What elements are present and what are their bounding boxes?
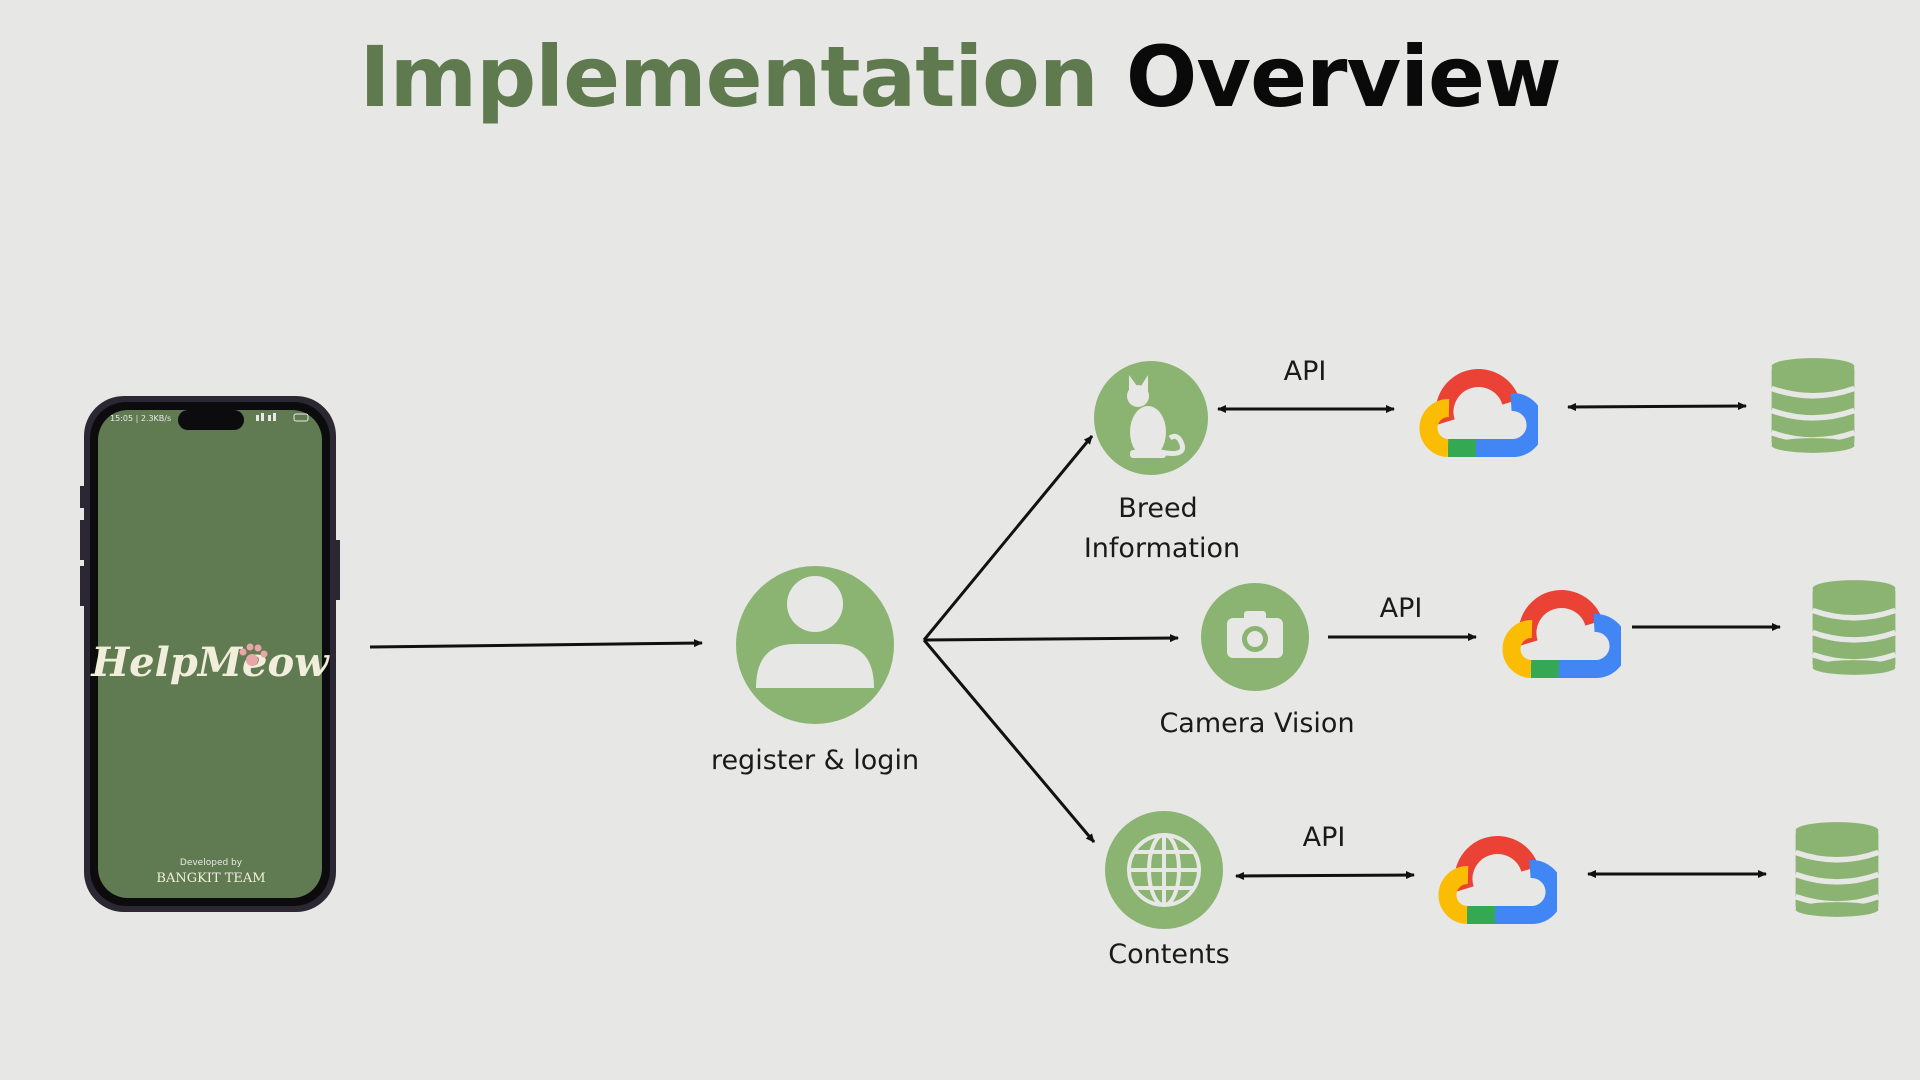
page-title: Implementation Overview	[0, 28, 1920, 126]
database-icon	[1813, 580, 1896, 675]
arrow-user-to-contents	[922, 639, 1096, 843]
phone-screen	[98, 410, 322, 898]
breed-label-line-1: Breed	[1118, 493, 1197, 524]
user-node: register & login	[711, 566, 919, 776]
google-cloud-icon	[1447, 845, 1554, 915]
breed-node: Breed Information	[1084, 361, 1240, 564]
arrow-user-to-camera	[923, 634, 1179, 643]
dynamic-island	[178, 410, 244, 430]
arrows	[369, 402, 1781, 880]
arrow-cloud1-to-db	[1567, 402, 1747, 411]
globe-icon	[1127, 833, 1201, 907]
developed-by-text: Developed by	[180, 858, 243, 868]
breed-label-line-2: Information	[1084, 533, 1240, 564]
contents-label: Contents	[1108, 939, 1229, 970]
google-cloud-icon	[1511, 599, 1618, 669]
api-label-3: API	[1303, 822, 1346, 853]
user-label: register & login	[711, 745, 919, 776]
status-bar-time: 15:05 | 2.3KB/s	[110, 414, 171, 423]
arrow-contents-to-cloud	[1235, 871, 1415, 880]
database-icon	[1796, 822, 1879, 917]
phone-mockup: 15:05 | 2.3KB/s HelpMeow Developed by BA…	[80, 396, 340, 912]
status-icons	[256, 413, 309, 422]
camera-icon	[1227, 611, 1283, 658]
api-label-2: API	[1380, 593, 1423, 624]
contents-node: Contents	[1105, 811, 1230, 970]
arrow-phone-to-user	[369, 639, 703, 649]
paw-icon	[239, 643, 268, 666]
camera-label: Camera Vision	[1159, 708, 1354, 739]
app-logo: HelpMeow	[90, 639, 330, 686]
api-label-1: API	[1284, 356, 1327, 387]
title-part-2: Overview	[1125, 28, 1562, 126]
google-cloud-icon	[1428, 378, 1535, 448]
camera-node: Camera Vision	[1159, 583, 1355, 739]
cat-icon	[1127, 375, 1185, 458]
database-icon	[1772, 358, 1855, 453]
team-name: BANGKIT TEAM	[156, 871, 265, 886]
title-part-1: Implementation	[359, 28, 1098, 126]
arrow-user-to-breed	[922, 435, 1094, 641]
